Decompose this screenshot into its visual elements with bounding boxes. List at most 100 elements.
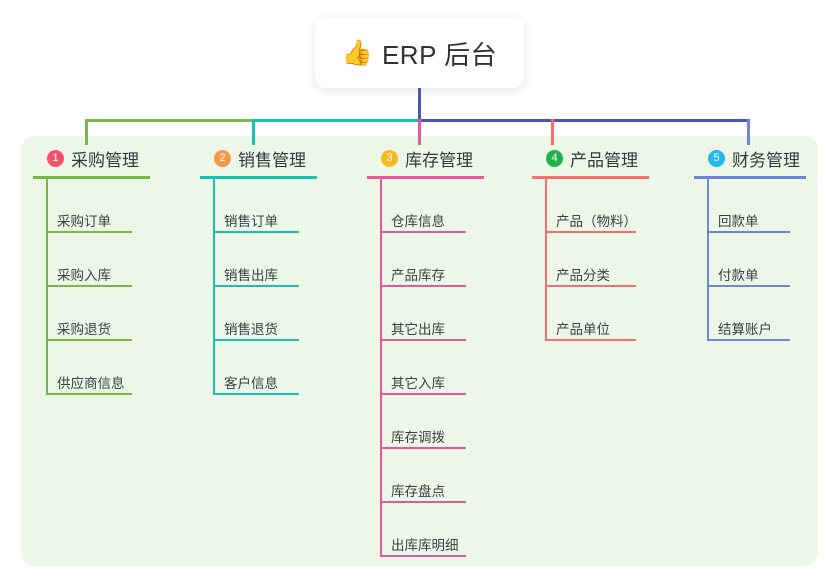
list-item-label: 付款单: [718, 267, 759, 283]
list-item-label: 其它入库: [391, 375, 445, 391]
branch-spine-line: [707, 179, 709, 341]
branch-header-underline: [33, 176, 150, 179]
segment-blue: [419, 119, 749, 122]
branch-item-list: 产品（物料） 产品分类产品单位: [532, 179, 692, 341]
list-item-label: 产品（物料）: [556, 213, 637, 229]
list-item-label: 结算账户: [718, 321, 772, 337]
branch-spine-line: [213, 179, 215, 395]
branch-column-3: 3 库存管理仓库信息产品库存其它出库其它入库库存调拨库存盘点出库库明细: [367, 145, 527, 557]
list-item[interactable]: 仓库信息: [381, 179, 527, 233]
list-item-label: 库存盘点: [391, 483, 445, 499]
list-item-underline: [381, 231, 466, 233]
list-item-underline: [214, 393, 299, 395]
branch-header-underline: [367, 176, 484, 179]
drop-inventory: [418, 119, 421, 145]
drop-product: [551, 119, 554, 145]
list-item[interactable]: 供应商信息: [47, 341, 193, 395]
list-item-underline: [381, 393, 466, 395]
list-item-label: 其它出库: [391, 321, 445, 337]
list-item-underline: [546, 339, 636, 341]
branch-number-badge: 4: [546, 149, 563, 167]
root-node-card[interactable]: 👍 ERP 后台: [315, 18, 524, 88]
drop-sales: [252, 119, 255, 145]
segment-teal: [254, 119, 419, 122]
list-item[interactable]: 产品分类: [546, 233, 692, 287]
list-item[interactable]: 回款单: [708, 179, 834, 233]
list-item-label: 销售出库: [224, 267, 278, 283]
branches-panel: [21, 136, 818, 566]
list-item-underline: [381, 447, 466, 449]
list-item[interactable]: 出库库明细: [381, 503, 527, 557]
branch-item-list: 采购订单采购入库采购退货供应商信息: [33, 179, 193, 395]
list-item-label: 出库库明细: [391, 537, 459, 553]
branch-title: 财务管理: [732, 150, 800, 170]
branch-header-underline: [694, 176, 806, 179]
list-item-underline: [47, 393, 132, 395]
segment-green: [85, 119, 254, 122]
list-item[interactable]: 结算账户: [708, 287, 834, 341]
list-item-label: 采购入库: [57, 267, 111, 283]
branch-header-1[interactable]: 1 采购管理: [33, 145, 193, 171]
list-item[interactable]: 库存调拨: [381, 395, 527, 449]
branch-title: 产品管理: [570, 150, 638, 170]
branch-column-4: 4 产品管理产品（物料） 产品分类产品单位: [532, 145, 692, 341]
list-item[interactable]: 销售订单: [214, 179, 360, 233]
list-item[interactable]: 付款单: [708, 233, 834, 287]
list-item-underline: [47, 339, 132, 341]
list-item[interactable]: 其它入库: [381, 341, 527, 395]
list-item-label: 产品单位: [556, 321, 610, 337]
branch-number-badge: 3: [381, 149, 398, 167]
branch-title: 采购管理: [71, 150, 139, 170]
list-item-underline: [381, 555, 466, 557]
list-item[interactable]: 销售出库: [214, 233, 360, 287]
branch-number-badge: 1: [47, 149, 64, 167]
list-item-underline: [214, 285, 299, 287]
list-item-label: 回款单: [718, 213, 759, 229]
list-item-underline: [546, 231, 636, 233]
branch-header-underline: [200, 176, 317, 179]
list-item-label: 采购订单: [57, 213, 111, 229]
list-item[interactable]: 采购退货: [47, 287, 193, 341]
branch-spine-line: [380, 179, 382, 557]
branch-column-1: 1 采购管理采购订单采购入库采购退货供应商信息: [33, 145, 193, 395]
list-item[interactable]: 库存盘点: [381, 449, 527, 503]
list-item-label: 库存调拨: [391, 429, 445, 445]
branch-spine-line: [545, 179, 547, 341]
list-item[interactable]: 其它出库: [381, 287, 527, 341]
list-item-underline: [47, 285, 132, 287]
list-item-underline: [381, 501, 466, 503]
list-item-underline: [381, 285, 466, 287]
list-item-underline: [708, 339, 790, 341]
list-item-underline: [214, 231, 299, 233]
branch-item-list: 销售订单销售出库销售退货客户信息: [200, 179, 360, 395]
list-item-label: 产品库存: [391, 267, 445, 283]
list-item-underline: [47, 231, 132, 233]
list-item[interactable]: 产品（物料）: [546, 179, 692, 233]
list-item[interactable]: 产品库存: [381, 233, 527, 287]
drop-finance: [747, 119, 750, 145]
branch-header-3[interactable]: 3 库存管理: [367, 145, 527, 171]
root-node-title: ERP 后台: [381, 39, 498, 70]
list-item[interactable]: 产品单位: [546, 287, 692, 341]
thumbs-up-icon: 👍: [341, 38, 373, 67]
list-item-label: 供应商信息: [57, 375, 125, 391]
branch-item-list: 回款单付款单结算账户: [694, 179, 834, 341]
list-item[interactable]: 采购入库: [47, 233, 193, 287]
branch-header-4[interactable]: 4 产品管理: [532, 145, 692, 171]
list-item-underline: [708, 231, 790, 233]
list-item-underline: [708, 285, 790, 287]
list-item[interactable]: 采购订单: [47, 179, 193, 233]
branch-item-list: 仓库信息产品库存其它出库其它入库库存调拨库存盘点出库库明细: [367, 179, 527, 557]
branch-title: 库存管理: [405, 150, 473, 170]
list-item-underline: [546, 285, 636, 287]
branch-number-badge: 2: [214, 149, 231, 167]
list-item-label: 客户信息: [224, 375, 278, 391]
list-item[interactable]: 客户信息: [214, 341, 360, 395]
list-item-label: 仓库信息: [391, 213, 445, 229]
list-item[interactable]: 销售退货: [214, 287, 360, 341]
